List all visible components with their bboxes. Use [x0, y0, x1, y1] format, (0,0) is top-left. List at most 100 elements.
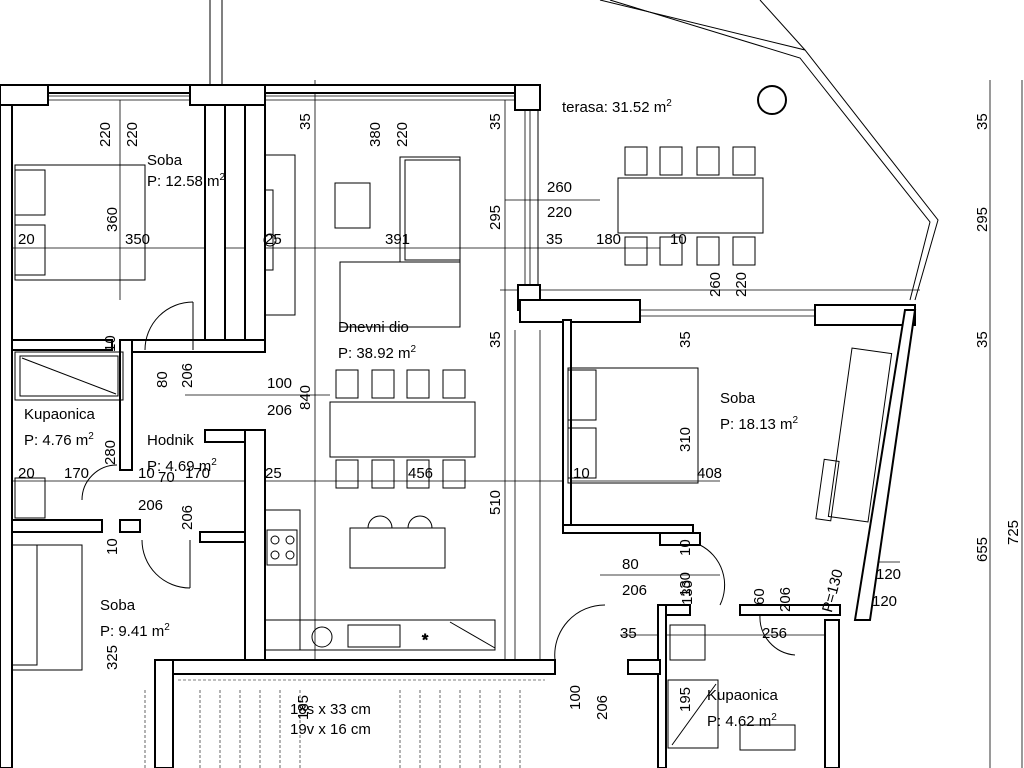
dim-h: 180: [596, 231, 622, 248]
dim-v: 206: [594, 694, 611, 720]
room-area: P: 9.41 m: [100, 623, 165, 640]
dimension-lines: [0, 80, 1023, 768]
room-name: Kupaonica: [707, 687, 778, 704]
dim-v: 100: [567, 684, 584, 710]
stairs-riser-count: 19v x 16 cm: [290, 721, 371, 738]
dim-h: 100: [267, 375, 293, 392]
kitchen: *: [264, 509, 496, 651]
dim-v: 35: [487, 331, 504, 348]
dim-v: 35: [677, 331, 694, 348]
dim-v: 295: [974, 206, 991, 232]
dim-v: 60: [751, 588, 768, 605]
dim-v: 360: [104, 206, 121, 232]
dim-v: 220: [124, 121, 141, 147]
dim-h: 20: [18, 231, 35, 248]
room-name: Kupaonica: [24, 406, 95, 423]
area-unit-sup: 2: [88, 431, 94, 442]
label-kupaonica-2: Kupaonica P: 4.62 m2: [707, 685, 778, 733]
dim-v: 206: [179, 504, 196, 530]
svg-text:*: *: [422, 632, 428, 649]
room-area: P: 4.69 m: [147, 458, 212, 475]
terrace-outline: [209, 0, 939, 301]
dim-v: 295: [487, 204, 504, 230]
dim-h: 120: [876, 566, 902, 583]
room-area: P: 12.58 m: [147, 173, 220, 190]
dim-v: 220: [97, 121, 114, 147]
dim-h: 25: [265, 465, 282, 482]
bed-soba2: [567, 367, 699, 484]
dim-h: 350: [125, 231, 151, 248]
dim-v: 280: [102, 439, 119, 465]
dim-h: 35: [546, 231, 563, 248]
dim-v: 725: [1005, 519, 1022, 545]
room-area: 31.52 m: [612, 99, 667, 116]
dim-v: 325: [104, 644, 121, 670]
area-unit-sup: 2: [771, 712, 777, 723]
dim-h: 220: [547, 204, 573, 221]
stairs-step-count: 18s x 33 cm: [290, 701, 371, 718]
area-unit-sup: 2: [211, 457, 217, 468]
dim-h: 25: [265, 231, 282, 248]
dim-h: 120: [872, 593, 898, 610]
dim-h: 170: [185, 465, 211, 482]
bathroom-fixtures: [14, 351, 796, 751]
dim-h: 10: [670, 231, 687, 248]
area-unit-sup: 2: [666, 98, 672, 109]
bed-soba3: [11, 544, 83, 671]
bed-soba1: [14, 164, 146, 281]
dim-v: 10: [102, 335, 119, 352]
dim-v: 195: [677, 686, 694, 712]
dim-v: 840: [297, 384, 314, 410]
room-name: Dnevni dio: [338, 319, 409, 336]
dim-v: 35: [297, 113, 314, 130]
room-area: P: 4.76 m: [24, 432, 89, 449]
room-area: P: 4.62 m: [707, 713, 772, 730]
stairs-label: 18s x 33 cm 19v x 16 cm: [290, 700, 371, 740]
doors: [81, 301, 796, 661]
dim-v: 260: [707, 271, 724, 297]
dim-h: 456: [408, 465, 434, 482]
label-kupaonica-1: Kupaonica P: 4.76 m2: [24, 404, 95, 452]
dim-v: 510: [487, 489, 504, 515]
dim-h: 35: [620, 625, 637, 642]
dim-h: 206: [267, 402, 293, 419]
dim-h: 260: [547, 179, 573, 196]
label-terasa: terasa: 31.52 m2: [562, 95, 672, 116]
walls: [0, 84, 917, 768]
dim-h: 10: [138, 465, 155, 482]
dim-h: 80: [622, 556, 639, 573]
dim-v: 35: [974, 331, 991, 348]
room-name: terasa:: [562, 99, 608, 116]
dim-v: 206: [179, 362, 196, 388]
dim-v: 220: [394, 121, 411, 147]
room-name: Soba: [147, 152, 183, 169]
dim-h: 10: [573, 465, 590, 482]
dim-v: 310: [677, 426, 694, 452]
dim-v: 206: [777, 586, 794, 612]
room-name: Soba: [100, 597, 136, 614]
furniture-misc: [263, 154, 893, 523]
room-area: P: 38.92 m: [338, 345, 411, 362]
dim-h: 256: [762, 625, 788, 642]
terrace-furniture: [617, 85, 787, 266]
dim-v: 10: [104, 538, 121, 555]
dim-v: 80: [154, 371, 171, 388]
dim-v: 130: [677, 571, 694, 597]
dim-v: 185: [295, 694, 312, 720]
dim-h: 170: [64, 465, 90, 482]
room-name: Soba: [720, 390, 756, 407]
dim-h: 391: [385, 231, 411, 248]
area-unit-sup: 2: [792, 415, 799, 426]
dim-h: 70: [158, 469, 175, 486]
dim-h: 408: [697, 465, 723, 482]
dim-v: 35: [974, 113, 991, 130]
dim-v: 35: [487, 113, 504, 130]
windows: [48, 95, 815, 660]
dim-v: 380: [367, 121, 384, 147]
